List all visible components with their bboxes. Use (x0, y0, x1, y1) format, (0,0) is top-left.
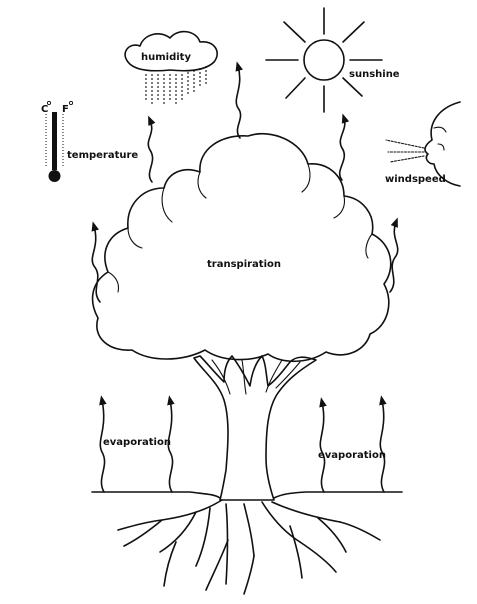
transpiration-arrows (91, 61, 399, 303)
label-evaporation-left: evaporation (103, 437, 171, 448)
thermometer-icon (45, 100, 74, 182)
wind-face-icon (385, 101, 461, 187)
tree-canopy (91, 132, 392, 363)
ground-line (91, 491, 403, 499)
label-fahrenheit: F (62, 104, 69, 115)
rain-icon (145, 66, 207, 104)
evaporation-arrows (99, 395, 387, 493)
label-celsius: C (41, 104, 48, 115)
tree-roots (117, 499, 381, 595)
tree-trunk (193, 355, 317, 501)
label-evaporation-right: evaporation (318, 450, 386, 461)
cloud-icon (124, 30, 218, 72)
label-sunshine: sunshine (349, 69, 400, 80)
label-windspeed: windspeed (385, 174, 446, 185)
sun-icon (265, 7, 383, 113)
label-humidity: humidity (141, 52, 191, 63)
label-transpiration: transpiration (207, 259, 281, 270)
label-temperature: temperature (67, 150, 138, 161)
